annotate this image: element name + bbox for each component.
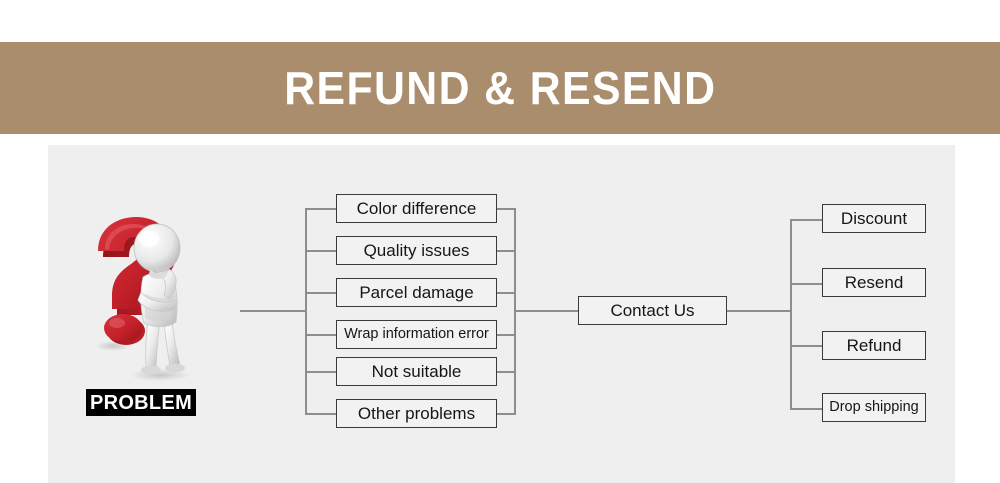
connector-merge-stub-6 [497,413,516,415]
connector-merge-stub-3 [497,292,516,294]
connector-merge-stub-2 [497,250,516,252]
connector-left-stub-5 [305,371,336,373]
connector-merge-stub-5 [497,371,516,373]
connector-left-stub-6 [305,413,336,415]
problem-icon-group: PROBLEM [72,215,212,420]
connector-left-stub-3 [305,292,336,294]
connector-left-spine [305,208,307,413]
connector-right-stub-3 [790,345,822,347]
header-banner: REFUND & RESEND [0,42,1000,134]
problem-box-color-difference[interactable]: Color difference [336,194,497,223]
connector-merge-to-contact [514,310,578,312]
problem-label: PROBLEM [86,389,196,416]
connector-right-stub-4 [790,408,822,410]
problem-box-wrap-information-error[interactable]: Wrap information error [336,320,497,349]
contact-us-box[interactable]: Contact Us [578,296,727,325]
red-question-mark-thinking-person-icon [72,215,212,383]
connector-problem-to-spine [240,310,307,312]
connector-left-stub-2 [305,250,336,252]
solution-box-discount[interactable]: Discount [822,204,926,233]
problem-box-not-suitable[interactable]: Not suitable [336,357,497,386]
page-title: REFUND & RESEND [283,62,717,114]
problem-box-other-problems[interactable]: Other problems [336,399,497,428]
connector-right-stub-1 [790,219,822,221]
connector-merge-stub-4 [497,334,516,336]
solution-box-resend[interactable]: Resend [822,268,926,297]
solution-box-refund[interactable]: Refund [822,331,926,360]
connector-merge-stub-1 [497,208,516,210]
connector-left-stub-4 [305,334,336,336]
problem-box-quality-issues[interactable]: Quality issues [336,236,497,265]
solution-box-drop-shipping[interactable]: Drop shipping [822,393,926,422]
connector-right-spine [790,219,792,408]
connector-contact-to-right-spine [727,310,791,312]
connector-right-stub-2 [790,283,822,285]
connector-left-stub-1 [305,208,336,210]
content-panel: Color difference Quality issues Parcel d… [48,145,955,483]
problem-box-parcel-damage[interactable]: Parcel damage [336,278,497,307]
